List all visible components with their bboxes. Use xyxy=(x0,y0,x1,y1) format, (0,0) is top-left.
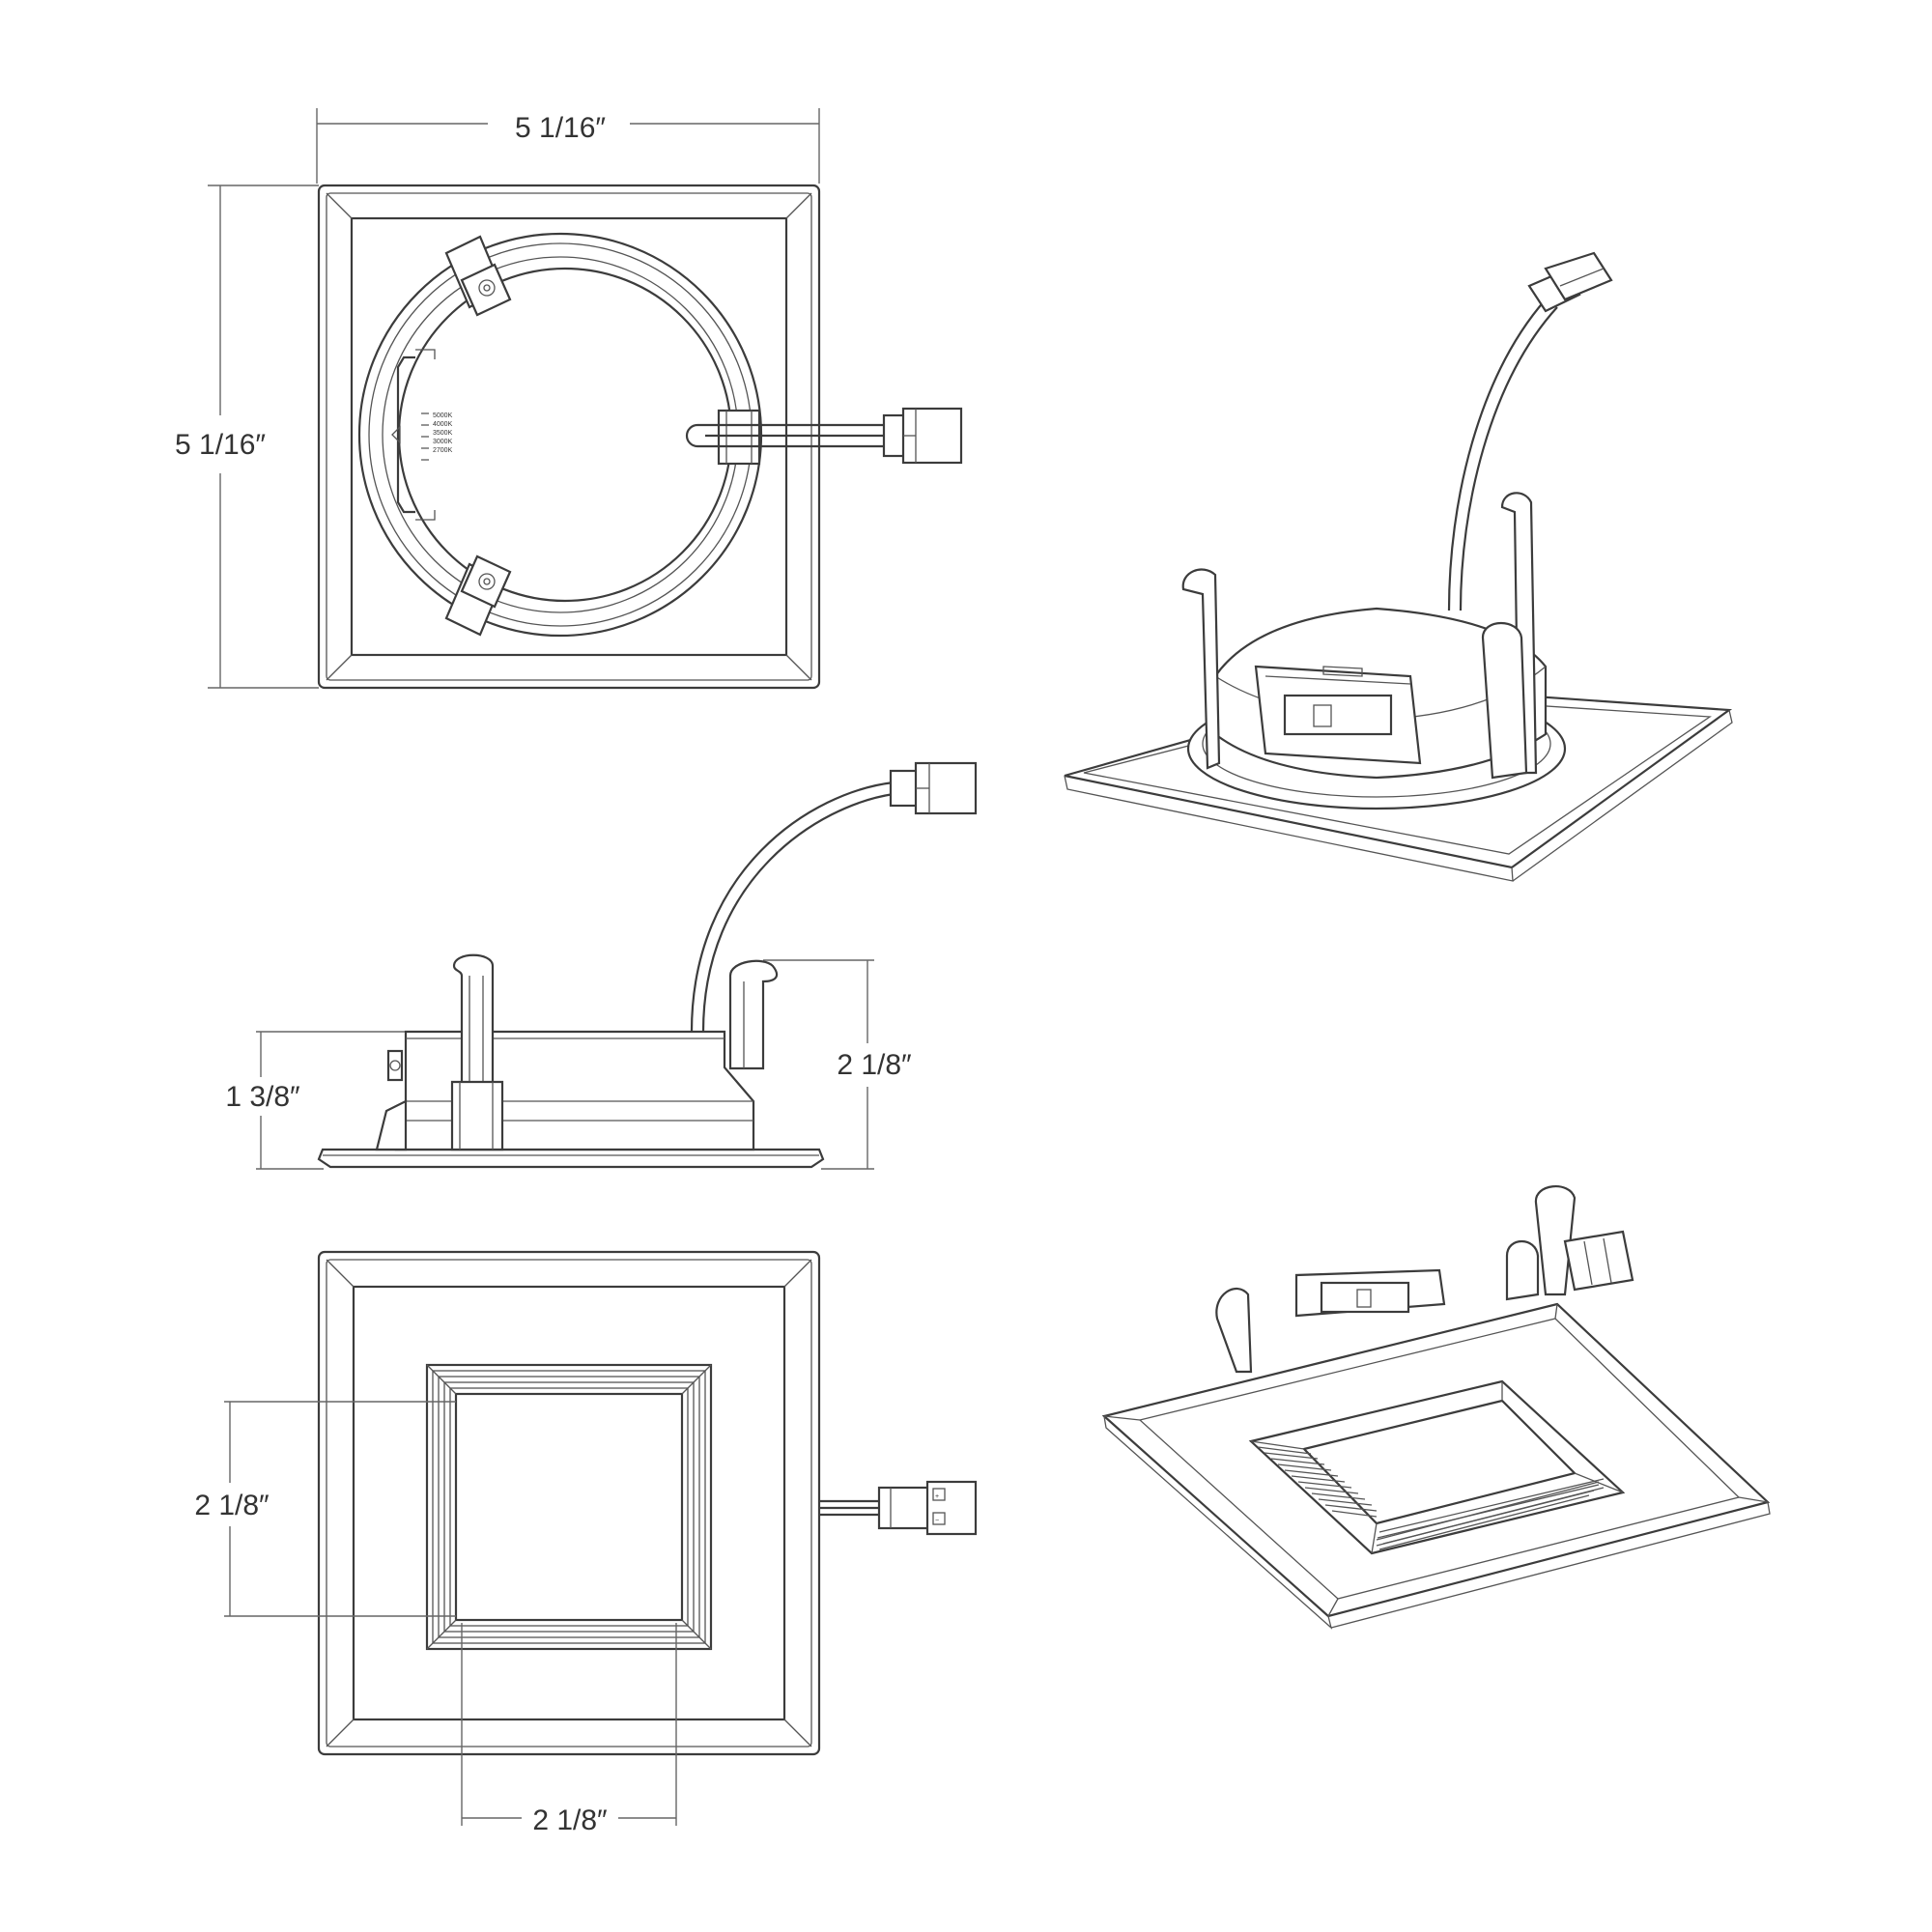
dim-top-height-label: 5 1/16″ xyxy=(175,429,266,461)
cct-label-2700k: 2700K xyxy=(433,447,453,454)
connector-front-view: + − xyxy=(877,1480,978,1536)
side-view: 2 1/8″ 1 3/8″ xyxy=(225,761,978,1170)
cct-label-3500k: 3500K xyxy=(433,430,453,437)
side-spring-clip-right xyxy=(728,959,779,1070)
dim-aperture-width: 2 1/8″ xyxy=(461,1623,677,1836)
dim-top-width: 5 1/16″ xyxy=(316,108,820,184)
iso-front-baffle-grooves xyxy=(1257,1446,1605,1554)
cct-label-4000k: 4000K xyxy=(433,421,453,428)
dim-side-total-height: 2 1/8″ xyxy=(763,959,912,1170)
dim-aperture-width-label: 2 1/8″ xyxy=(532,1804,608,1836)
spring-clip-lower xyxy=(444,554,512,637)
dim-aperture-height-label: 2 1/8″ xyxy=(194,1490,270,1521)
dim-side-total-height-label: 2 1/8″ xyxy=(837,1049,912,1081)
dim-top-height: 5 1/16″ xyxy=(175,185,319,689)
connector-side-view xyxy=(889,761,978,815)
top-view: 5 1/16″ 5 1/16″ 5000K 4000K 3500K xyxy=(175,108,963,690)
connector-iso-back xyxy=(1527,251,1613,313)
dim-side-trim-height-label: 1 3/8″ xyxy=(225,1081,300,1113)
dim-side-trim-height: 1 3/8″ xyxy=(225,1031,411,1170)
iso-back-view xyxy=(1064,251,1733,882)
iso-front-view xyxy=(1101,1184,1771,1630)
connector-top-view xyxy=(882,407,963,465)
dim-top-width-label: 5 1/16″ xyxy=(515,112,606,144)
svg-text:+: + xyxy=(935,1493,939,1500)
cct-label-3000k: 3000K xyxy=(433,439,453,445)
front-view: 2 1/8″ 2 1/8″ + − xyxy=(194,1250,978,1836)
iso-back-spring-clips xyxy=(1181,492,1538,780)
cct-switch-labels: 5000K 4000K 3500K 3000K 2700K xyxy=(421,412,453,461)
spring-clip-upper xyxy=(444,235,512,317)
cct-label-5000k: 5000K xyxy=(433,412,453,419)
dim-aperture-height: 2 1/8″ xyxy=(194,1401,456,1617)
side-spring-clip-left xyxy=(450,953,504,1151)
svg-text:−: − xyxy=(935,1518,939,1524)
